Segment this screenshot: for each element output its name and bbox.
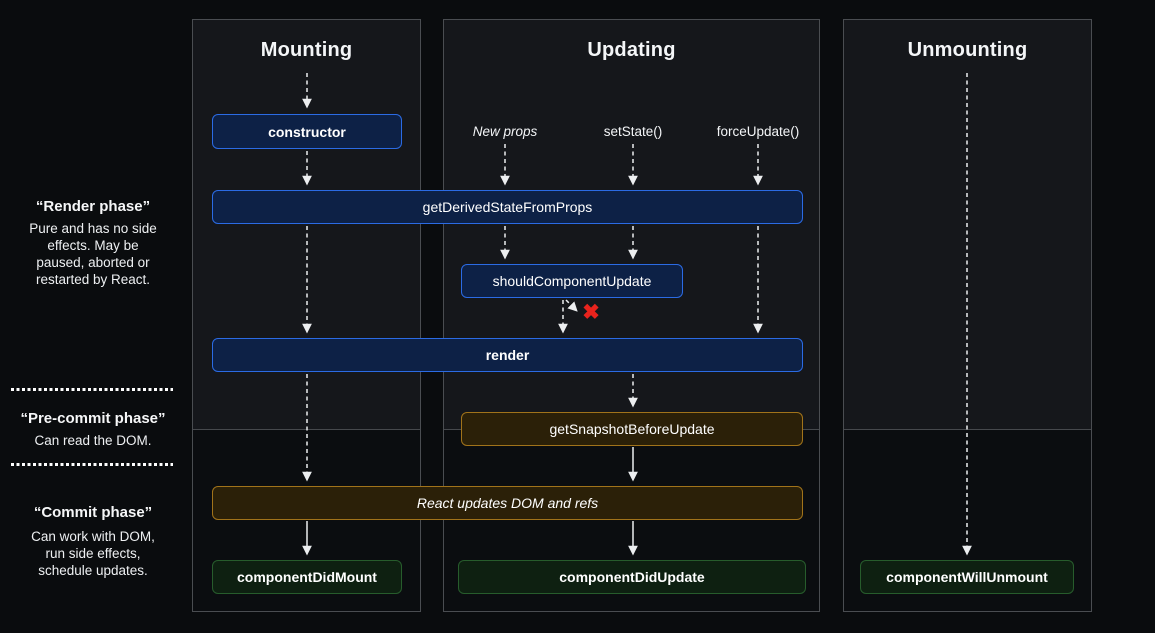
commit-phase-title: “Commit phase” xyxy=(33,504,153,521)
get-snapshot-before-update-box[interactable]: getSnapshotBeforeUpdate xyxy=(461,412,803,446)
trigger-force-update: forceUpdate() xyxy=(716,124,800,139)
precommit-phase-description: Can read the DOM. xyxy=(34,433,152,448)
abort-update-x-icon: ✖ xyxy=(582,301,600,324)
panel-updating xyxy=(443,19,820,612)
commit-phase-description: Can work with DOM, run side effects, sch… xyxy=(31,529,155,578)
column-title-mounting: Mounting xyxy=(260,39,353,61)
get-derived-state-from-props-box[interactable]: getDerivedStateFromProps xyxy=(212,190,803,224)
component-did-mount-box[interactable]: componentDidMount xyxy=(212,560,402,594)
react-updates-dom-box: React updates DOM and refs xyxy=(212,486,803,520)
render-phase-region xyxy=(844,20,1091,430)
panel-unmounting xyxy=(843,19,1092,612)
component-did-update-box[interactable]: componentDidUpdate xyxy=(458,560,806,594)
render-phase-description: Pure and has no side effects. May be pau… xyxy=(29,221,157,287)
trigger-new-props: New props xyxy=(472,124,538,139)
render-phase-title: “Render phase” xyxy=(35,198,151,215)
column-title-unmounting: Unmounting xyxy=(907,39,1028,61)
component-will-unmount-box[interactable]: componentWillUnmount xyxy=(860,560,1074,594)
trigger-set-state: setState() xyxy=(603,124,663,139)
panel-mounting xyxy=(192,19,421,612)
column-title-updating: Updating xyxy=(587,39,676,61)
constructor-box[interactable]: constructor xyxy=(212,114,402,149)
should-component-update-box[interactable]: shouldComponentUpdate xyxy=(461,264,683,298)
phase-divider-top xyxy=(11,388,173,391)
precommit-phase-title: “Pre-commit phase” xyxy=(20,410,166,427)
phase-divider-bottom xyxy=(11,463,173,466)
render-box[interactable]: render xyxy=(212,338,803,372)
